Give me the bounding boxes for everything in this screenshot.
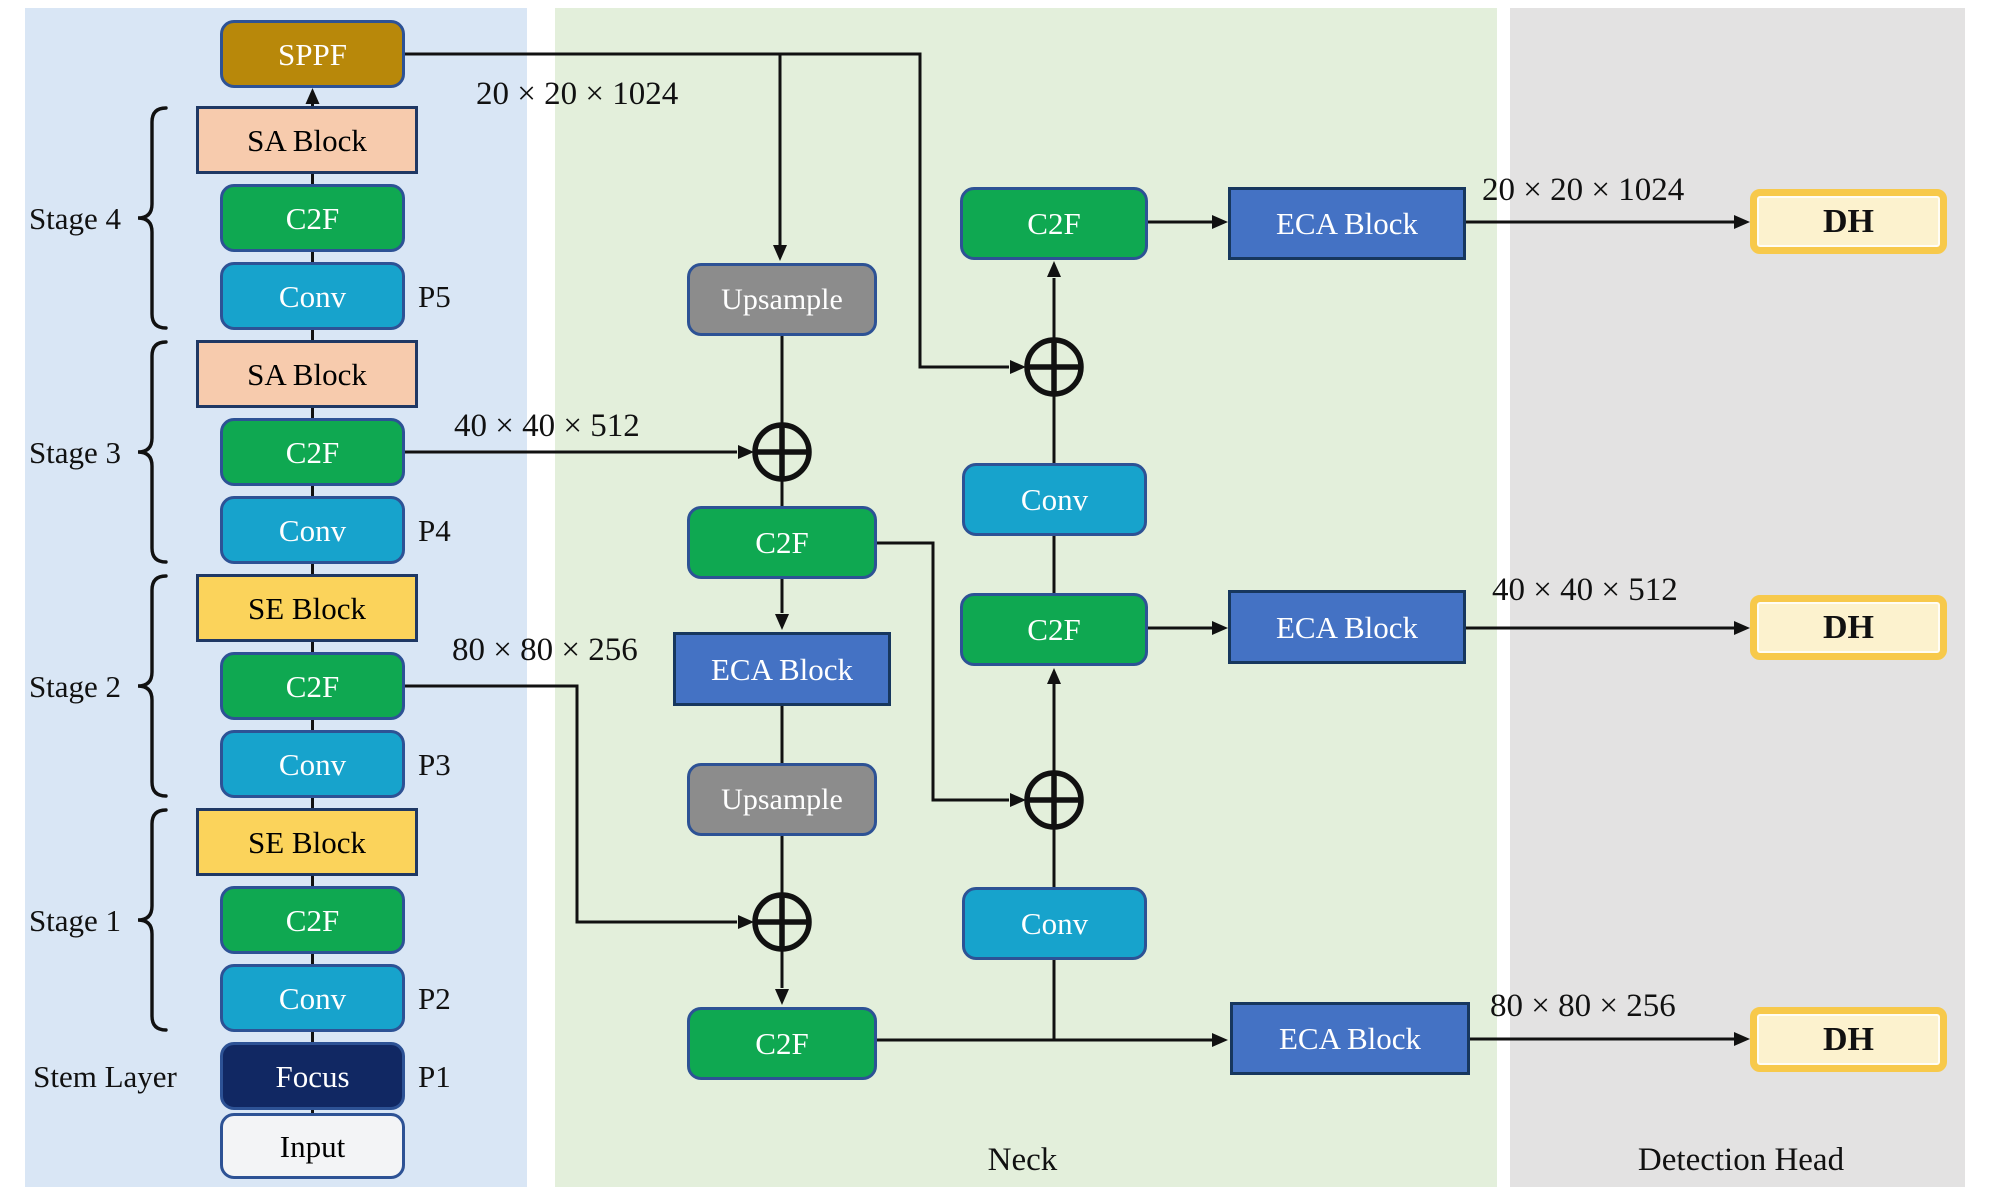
focus-block: Focus [220, 1042, 405, 1110]
upsample-block-1: Upsample [687, 263, 877, 336]
eca-block-head-3: ECA Block [1230, 1002, 1470, 1075]
se-block-stage2: SE Block [196, 574, 418, 642]
circle-plus-icon [752, 422, 812, 482]
dim-80x80x256-label: 80 × 80 × 256 [452, 632, 638, 668]
circle-plus-icon [1024, 770, 1084, 830]
stage1-brace [137, 808, 168, 1032]
c2f-block-stage1: C2F [220, 886, 405, 954]
detection-head-1: DH [1750, 189, 1947, 254]
c2f-block-neck-top: C2F [960, 187, 1148, 260]
eca-block-head-2: ECA Block [1228, 590, 1466, 664]
arrow-into-concat2 [738, 915, 754, 929]
stage4-brace [137, 106, 168, 330]
stage3-brace [137, 340, 168, 564]
stem-layer-label: Stem Layer [33, 1059, 177, 1094]
arrow-into-sppf [305, 88, 320, 104]
conv-block-neck-2: Conv [962, 887, 1147, 960]
conv-block-neck-1: Conv [962, 463, 1147, 536]
eca-block-head-1: ECA Block [1228, 187, 1466, 260]
dim-20x20x1024-label: 20 × 20 × 1024 [476, 76, 679, 112]
sppf-block: SPPF [220, 20, 405, 88]
p2-label: P2 [418, 981, 451, 1016]
arrow-into-dh1 [1734, 215, 1750, 229]
c2f-block-neck-right: C2F [960, 593, 1148, 666]
sa-block-stage4: SA Block [196, 106, 418, 174]
c2f-block-stage2: C2F [220, 652, 405, 720]
arrow-into-c2fbot [775, 989, 789, 1005]
c2f-block-neck-mid: C2F [687, 506, 877, 579]
detection-head-2: DH [1750, 595, 1947, 660]
connector-c2fmid-concat3 [877, 541, 1009, 802]
upsample-block-2: Upsample [687, 763, 877, 836]
arrow-into-concat1 [738, 445, 754, 459]
arrow-into-concat3 [1010, 793, 1026, 807]
arrow-into-upsample1 [773, 245, 787, 261]
arrow-into-c2fr2 [1047, 668, 1061, 684]
sa-block-stage3: SA Block [196, 340, 418, 408]
detection-head-3: DH [1750, 1007, 1947, 1072]
connector-sppf-out [405, 52, 1009, 369]
stage1-label: Stage 1 [28, 903, 122, 938]
se-block-stage1: SE Block [196, 808, 418, 876]
c2f-block-stage3: C2F [220, 418, 405, 486]
conv-block-stage4: Conv [220, 262, 405, 330]
p3-label: P3 [418, 747, 451, 782]
c2f-block-neck-bottom: C2F [687, 1007, 877, 1080]
stage2-label: Stage 2 [28, 669, 122, 704]
arrow-into-eca2 [1212, 621, 1228, 635]
circle-plus-icon [1024, 337, 1084, 397]
arrow-into-dh2 [1734, 621, 1750, 635]
arrow-into-concattop [1010, 360, 1026, 374]
arrow-into-eca3 [1212, 1033, 1228, 1047]
dim-80x80x256-label-head: 80 × 80 × 256 [1490, 988, 1676, 1024]
p1-label: P1 [418, 1059, 451, 1094]
stage4-label: Stage 4 [28, 201, 122, 236]
conv-block-stage1: Conv [220, 964, 405, 1032]
c2f-block-stage4: C2F [220, 184, 405, 252]
eca-block-neck: ECA Block [673, 632, 891, 706]
p5-label: P5 [418, 279, 451, 314]
input-block: Input [220, 1113, 405, 1179]
conv-block-stage2: Conv [220, 730, 405, 798]
arrow-into-eca1 [1212, 215, 1228, 229]
connector-c2f2-concat2 [405, 684, 737, 924]
p4-label: P4 [418, 513, 451, 548]
detection-head-title: Detection Head [1637, 1142, 1845, 1178]
arrow-into-ecamid [775, 614, 789, 630]
neck-title: Neck [987, 1142, 1058, 1178]
stage2-brace [137, 574, 168, 798]
conv-block-stage3: Conv [220, 496, 405, 564]
dim-20x20x1024-label-head: 20 × 20 × 1024 [1482, 172, 1685, 208]
dim-40x40x512-label: 40 × 40 × 512 [454, 408, 640, 444]
arrow-into-dh3 [1734, 1032, 1750, 1046]
dim-40x40x512-label-head: 40 × 40 × 512 [1492, 572, 1678, 608]
circle-plus-icon [752, 892, 812, 952]
stage3-label: Stage 3 [28, 435, 122, 470]
arrow-into-c2ftop [1047, 261, 1061, 277]
